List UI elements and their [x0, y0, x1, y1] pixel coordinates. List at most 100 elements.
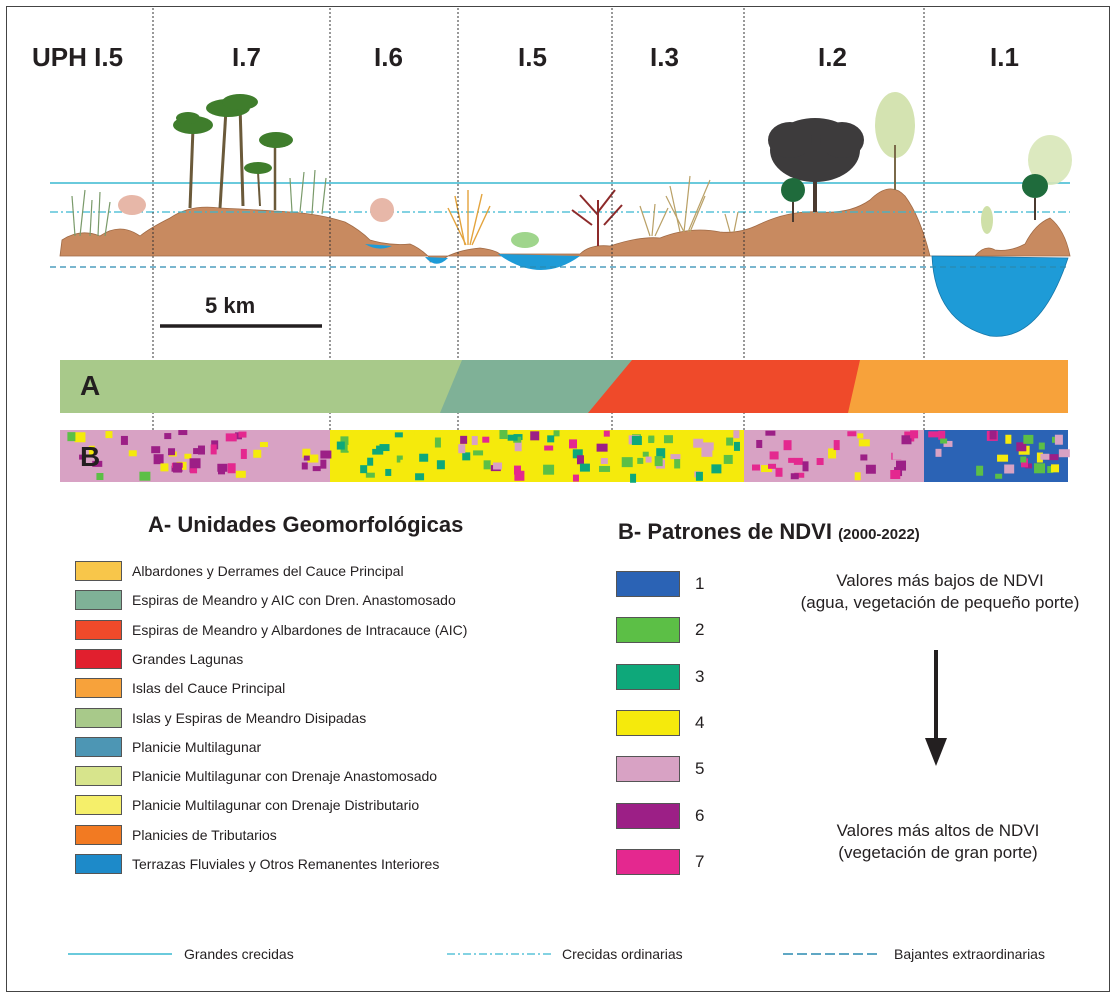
ndvi-low-text: Valores más bajos de NDVI (agua, vegetac…	[760, 570, 1118, 614]
ndvi-pixel	[193, 448, 203, 455]
ndvi-pixel	[553, 430, 560, 437]
legend-b-swatch	[616, 617, 680, 644]
ndvi-pixel	[67, 432, 76, 442]
legend-a-swatch	[75, 707, 122, 728]
ndvi-pixel	[890, 470, 901, 480]
legend-b-label: 1	[695, 574, 705, 593]
ndvi-pixel	[74, 432, 86, 443]
legend-a-label: Terrazas Fluviales y Otros Remanentes In…	[132, 856, 440, 872]
ndvi-pixel	[88, 445, 95, 456]
ndvi-pixel	[828, 448, 837, 459]
ndvi-pixel	[336, 441, 345, 450]
ndvi-pixel	[572, 449, 583, 459]
ndvi-pixel	[816, 458, 824, 466]
ndvi-pixel	[569, 439, 578, 449]
legend-a-swatch	[75, 766, 122, 787]
ndvi-pixel	[761, 465, 773, 473]
ndvi-pixel	[943, 440, 953, 447]
ndvi-pixel	[733, 441, 740, 451]
palm-trees	[188, 104, 277, 210]
ndvi-pixel	[603, 430, 610, 437]
ndvi-pixel	[367, 457, 374, 466]
uph-label-i5-left: UPH I.5	[32, 42, 124, 72]
uph-label-i3: I.3	[650, 42, 679, 72]
ndvi-pixel	[105, 431, 113, 439]
ndvi-pixel	[530, 431, 540, 441]
ndvi-pixel	[1036, 452, 1043, 463]
ndvi-pixel	[847, 431, 857, 437]
legend-a-swatch	[75, 590, 122, 611]
ndvi-low-line2: (agua, vegetación de pequeño porte)	[800, 593, 1080, 612]
ndvi-high-line2: (vegetación de gran porte)	[838, 843, 1038, 862]
uph-label-i5: I.5	[518, 42, 547, 72]
legend-a-swatch	[75, 795, 122, 816]
legend-a-swatch	[75, 619, 122, 640]
ndvi-pixel	[1038, 442, 1045, 450]
ndvi-pixel	[238, 431, 247, 438]
ndvi-pixel	[400, 459, 409, 465]
ndvi-pixel	[910, 430, 919, 439]
ndvi-pixel	[385, 468, 392, 476]
ndvi-pixel	[579, 463, 590, 472]
ndvi-pixel	[723, 454, 733, 464]
ndvi-pixel	[431, 463, 441, 474]
ndvi-pixel	[1016, 442, 1027, 452]
legend-a-item: Espiras de Meandro y Albardones de Intra…	[75, 619, 467, 641]
legend-b-title: B- Patrones de NDVI (2000-2022)	[618, 519, 920, 545]
ndvi-pixel	[1020, 456, 1027, 463]
ndvi-low-line1: Valores más bajos de NDVI	[836, 571, 1044, 590]
ndvi-pixel	[751, 464, 760, 471]
ndvi-pixel	[419, 453, 429, 462]
ndvi-pixel	[543, 464, 555, 475]
water-body-i6	[425, 257, 448, 264]
ndvi-pixel	[218, 467, 226, 475]
ndvi-pixel	[189, 458, 201, 469]
legend-a-item: Planicies de Tributarios	[75, 824, 277, 846]
ndvi-pixel	[804, 438, 812, 447]
ndvi-pixel	[138, 444, 147, 452]
ndvi-pixel	[631, 436, 642, 446]
ndvi-pixel	[600, 458, 608, 465]
ndvi-pixel	[434, 437, 441, 448]
ndvi-pixel	[388, 450, 395, 459]
ndvi-pixel	[794, 472, 805, 478]
legend-b-swatch	[616, 802, 680, 829]
legend-b-item: 3	[616, 663, 704, 691]
ndvi-pixel	[168, 448, 176, 456]
ndvi-pixel	[312, 466, 321, 472]
ndvi-pixel	[630, 473, 637, 483]
ndvi-pixel	[701, 447, 713, 457]
legend-a-label: Planicie Multilagunar con Drenaje Distri…	[132, 797, 420, 814]
ndvi-pixel	[153, 454, 164, 465]
legend-b-swatch	[616, 848, 680, 875]
uph-label-i7: I.7	[232, 42, 261, 72]
shrub	[511, 232, 539, 248]
ndvi-pixel	[693, 438, 704, 448]
legend-b-swatch	[616, 756, 680, 783]
ndvi-pixel	[853, 438, 865, 445]
ndvi-pixel	[347, 444, 354, 451]
legend-a-label: Islas y Espiras de Meandro Disipadas	[132, 709, 367, 726]
ndvi-pixel	[576, 455, 584, 465]
legend-b-swatch	[616, 709, 680, 736]
ndvi-pixel	[1054, 434, 1063, 445]
ndvi-pixel	[1034, 463, 1046, 474]
legend-a-swatch	[75, 648, 122, 669]
ndvi-pixel	[865, 464, 876, 474]
ndvi-pixel	[100, 455, 107, 462]
legend-a-item: Albardones y Derrames del Cauce Principa…	[75, 560, 404, 582]
ndvi-pixel	[868, 442, 880, 450]
legend-b-label: 6	[695, 805, 705, 825]
legend-b-item: 7	[616, 848, 704, 876]
legend-a-label: Planicie Multilagunar	[132, 738, 262, 755]
ndvi-pixel	[482, 436, 490, 443]
legend-b-item: 4	[616, 709, 704, 737]
ndvi-pixel	[440, 450, 452, 458]
ndvi-pixel	[122, 459, 129, 466]
ndvi-pixel	[340, 436, 349, 447]
ndvi-pixel	[320, 459, 327, 469]
ndvi-pixel	[769, 451, 779, 460]
legend-b-label: 5	[695, 759, 705, 779]
legend-a-label: Planicies de Tributarios	[132, 826, 277, 843]
ndvi-pixel	[379, 444, 390, 452]
